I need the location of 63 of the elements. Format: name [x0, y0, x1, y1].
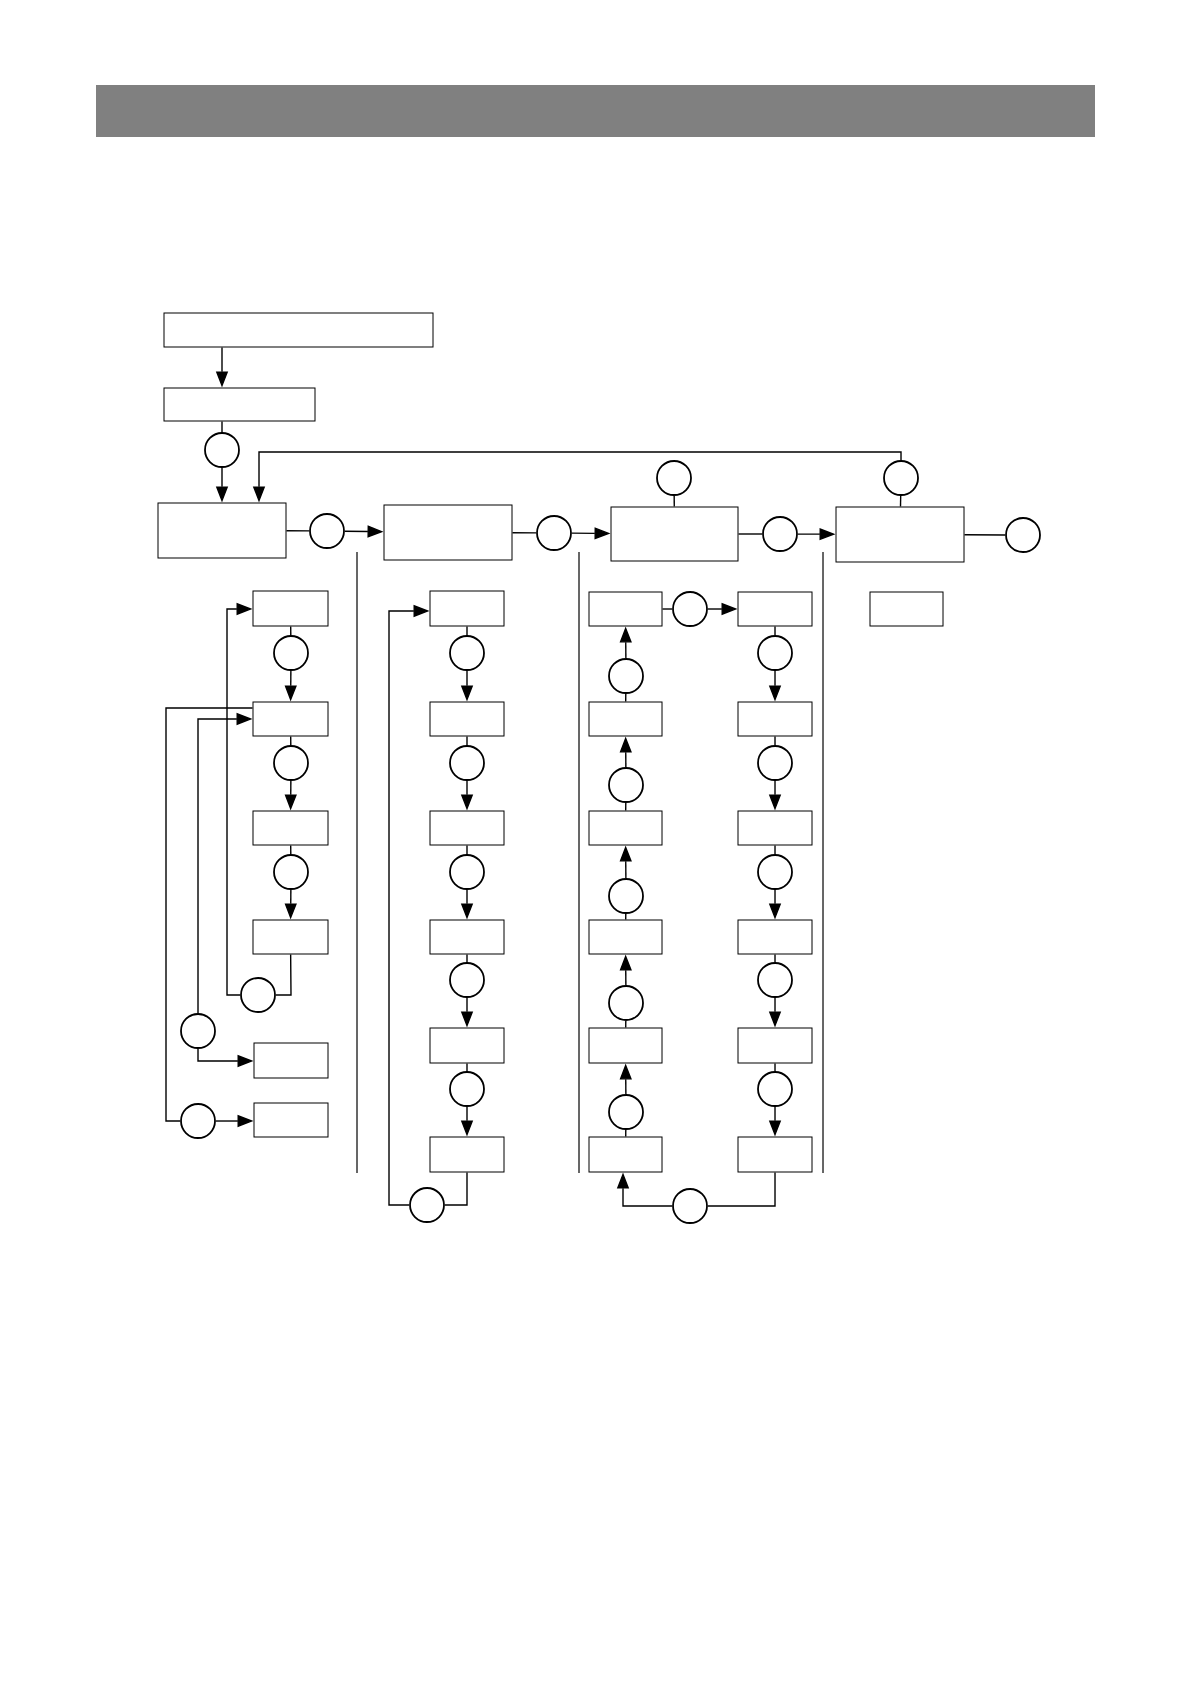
connector-circle — [608, 985, 644, 1021]
connector-circle — [608, 658, 644, 694]
connector-circle — [204, 432, 240, 468]
connector-circle — [883, 460, 919, 496]
process-box — [429, 810, 505, 846]
connector-circle — [1005, 517, 1041, 553]
process-box — [610, 506, 739, 562]
process-box — [429, 1136, 505, 1173]
process-box — [383, 504, 513, 561]
process-box — [737, 919, 813, 955]
process-box — [737, 1136, 813, 1173]
connector-circle — [608, 1094, 644, 1130]
connector-circle — [273, 854, 309, 890]
process-box — [252, 590, 329, 627]
process-box — [252, 701, 329, 737]
process-box — [835, 506, 965, 563]
process-box — [252, 919, 329, 955]
connector-circle — [449, 1071, 485, 1107]
process-box — [737, 810, 813, 846]
connector-circle — [757, 854, 793, 890]
connector-circle — [449, 854, 485, 890]
arrow — [444, 1171, 468, 1206]
connector-circle — [757, 635, 793, 671]
connector-circle — [180, 1013, 216, 1049]
connector-circle — [449, 635, 485, 671]
process-box — [163, 312, 434, 348]
process-box — [163, 387, 316, 422]
process-box — [429, 590, 505, 627]
process-box — [737, 591, 813, 627]
process-box — [737, 1027, 813, 1064]
process-box — [252, 810, 329, 846]
process-box — [429, 701, 505, 737]
connector-circle — [273, 745, 309, 781]
connector-circle — [449, 745, 485, 781]
process-box — [588, 1027, 663, 1064]
connector-circle — [672, 1188, 708, 1224]
process-box — [869, 591, 944, 627]
connector-circle — [757, 962, 793, 998]
connector-circle — [762, 516, 798, 552]
connector-circle — [757, 1071, 793, 1107]
connector-circle — [608, 767, 644, 803]
process-box — [588, 919, 663, 955]
connector-circle — [180, 1103, 216, 1139]
process-box — [737, 701, 813, 737]
process-box — [588, 701, 663, 737]
connector-circle — [536, 515, 572, 551]
connector-circle — [409, 1187, 445, 1223]
connector-circle — [449, 962, 485, 998]
connector-circle — [608, 878, 644, 914]
connector-circle — [273, 635, 309, 671]
process-box — [429, 1027, 505, 1064]
connector-circle — [309, 513, 345, 549]
connector-circle — [672, 591, 708, 627]
process-box — [588, 1136, 663, 1173]
process-box — [253, 1042, 329, 1079]
process-box — [588, 591, 663, 627]
process-box — [253, 1102, 329, 1138]
connector-circle — [656, 460, 692, 496]
connector-circle — [240, 977, 276, 1013]
process-box — [157, 502, 287, 559]
connector-circle — [757, 745, 793, 781]
process-box — [429, 919, 505, 955]
process-box — [588, 810, 663, 846]
